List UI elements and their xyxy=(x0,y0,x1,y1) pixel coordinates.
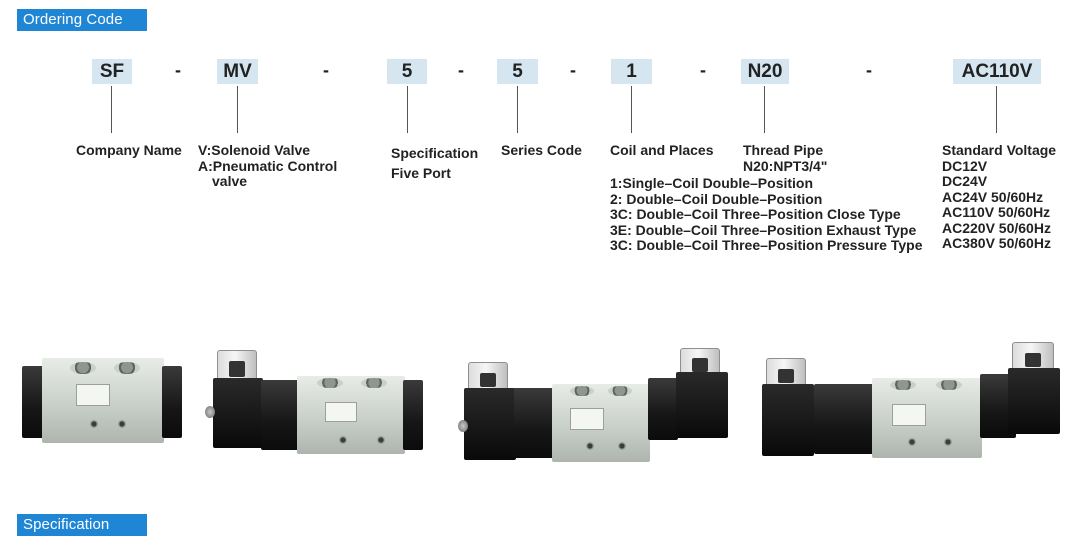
code-separator: - xyxy=(458,60,464,80)
product-image-three-position-valve xyxy=(760,342,1060,462)
coil-option: 2: Double–Coil Double–Position xyxy=(610,190,823,207)
specification-description: Specification Five Port xyxy=(391,145,479,181)
voltage-option: AC380V 50/60Hz xyxy=(942,235,1051,251)
thread-description: Thread Pipe N20:NPT3/4" xyxy=(743,142,828,174)
voltage-option: DC24V xyxy=(942,173,988,189)
connector-line xyxy=(407,86,408,133)
coil-option: 3E: Double–Coil Three–Position Exhaust T… xyxy=(610,221,917,238)
code-type: MV xyxy=(217,59,258,84)
connector-line xyxy=(517,86,518,133)
product-image-double-solenoid-valve xyxy=(458,348,730,463)
voltage-option: AC24V 50/60Hz xyxy=(942,188,1044,205)
code-specification: 5 xyxy=(387,59,427,84)
connector-line xyxy=(111,86,112,133)
product-image-single-solenoid-valve xyxy=(205,350,430,458)
company-name-label: Company Name xyxy=(76,142,182,158)
coil-option: 3C: Double–Coil Three–Position Close Typ… xyxy=(610,206,901,222)
ordering-code-header: Ordering Code xyxy=(17,9,147,31)
connector-line xyxy=(237,86,238,133)
connector-line xyxy=(996,86,997,133)
code-separator: - xyxy=(866,60,872,80)
code-separator: - xyxy=(700,60,706,80)
code-thread: N20 xyxy=(741,59,789,84)
voltage-description: Standard Voltage DC12V DC24V AC24V 50/60… xyxy=(942,142,1057,252)
voltage-option: DC12V xyxy=(942,157,988,174)
code-voltage: AC110V xyxy=(953,59,1041,84)
coil-options-list: 1:Single–Coil Double–Position 2: Double–… xyxy=(610,175,923,254)
code-separator: - xyxy=(175,60,181,80)
voltage-option: AC220V 50/60Hz xyxy=(942,219,1051,236)
series-code-label: Series Code xyxy=(501,142,582,158)
coil-option: 1:Single–Coil Double–Position xyxy=(610,175,814,191)
voltage-title: Standard Voltage xyxy=(942,142,1057,158)
voltage-option: AC110V 50/60Hz xyxy=(942,204,1051,220)
code-separator: - xyxy=(323,60,329,80)
connector-line xyxy=(764,86,765,133)
specification-header: Specification xyxy=(17,514,147,536)
connector-line xyxy=(631,86,632,133)
code-coil: 1 xyxy=(611,59,652,84)
product-image-pneumatic-valve xyxy=(22,358,182,443)
coil-title: Coil and Places xyxy=(610,142,714,158)
code-company: SF xyxy=(92,59,132,84)
code-separator: - xyxy=(570,60,576,80)
type-description: V:Solenoid Valve A:Pneumatic Control val… xyxy=(198,142,338,189)
code-series: 5 xyxy=(497,59,538,84)
coil-option: 3C: Double–Coil Three–Position Pressure … xyxy=(610,237,923,253)
